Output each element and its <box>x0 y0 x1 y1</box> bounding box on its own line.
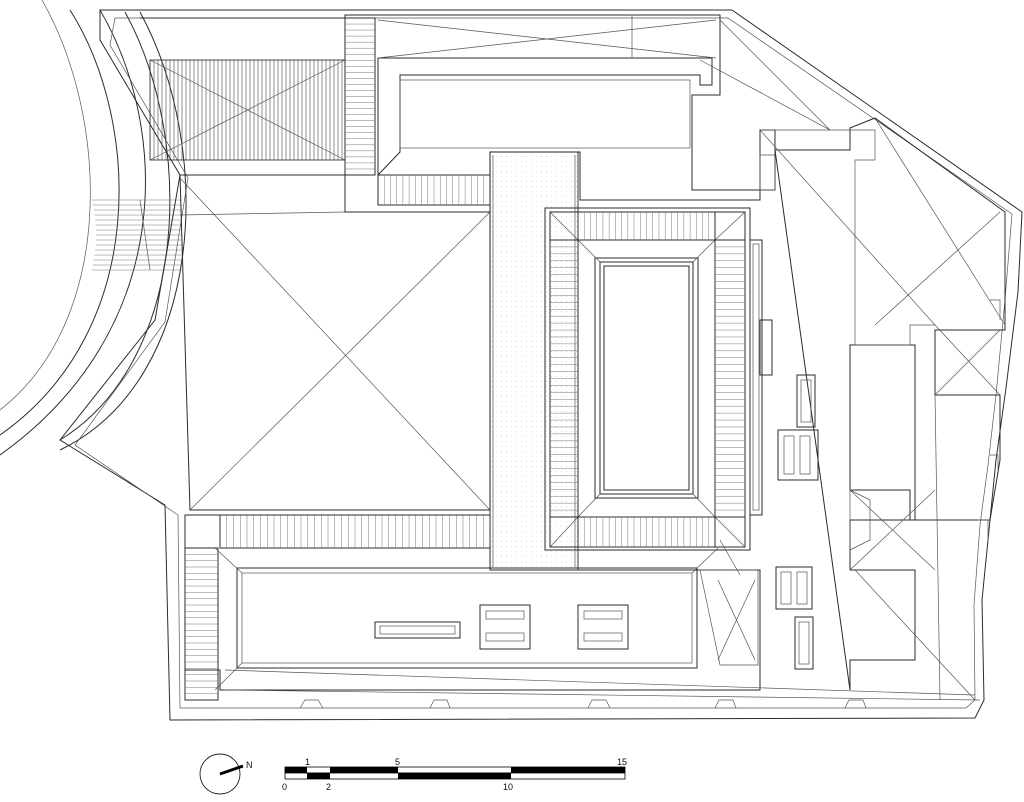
site-boundary <box>59 9 1023 721</box>
scale-label-bottom-2: 2 <box>326 782 331 792</box>
skylights-east <box>749 239 819 670</box>
north-arrow: N <box>199 753 253 795</box>
scale-label-top-15: 15 <box>617 757 627 767</box>
scale-label-top-5: 5 <box>395 757 400 767</box>
west-roof <box>179 174 491 511</box>
skylights-south <box>374 604 629 650</box>
south-facade-notches <box>299 299 1001 709</box>
scale-bar: 1 5 15 0 2 10 <box>282 757 627 792</box>
courtyard-stair-treads <box>549 211 746 548</box>
central-walkway <box>489 151 579 571</box>
south-wing-roof <box>184 514 981 701</box>
east-wing-roof <box>699 19 1006 701</box>
scale-label-bottom-0: 0 <box>282 782 287 792</box>
scale-label-top-1: 1 <box>305 757 310 767</box>
north-label: N <box>246 760 253 770</box>
curved-stair <box>92 199 182 271</box>
scale-label-bottom-10: 10 <box>503 782 513 792</box>
hatched-canopy <box>140 17 346 176</box>
